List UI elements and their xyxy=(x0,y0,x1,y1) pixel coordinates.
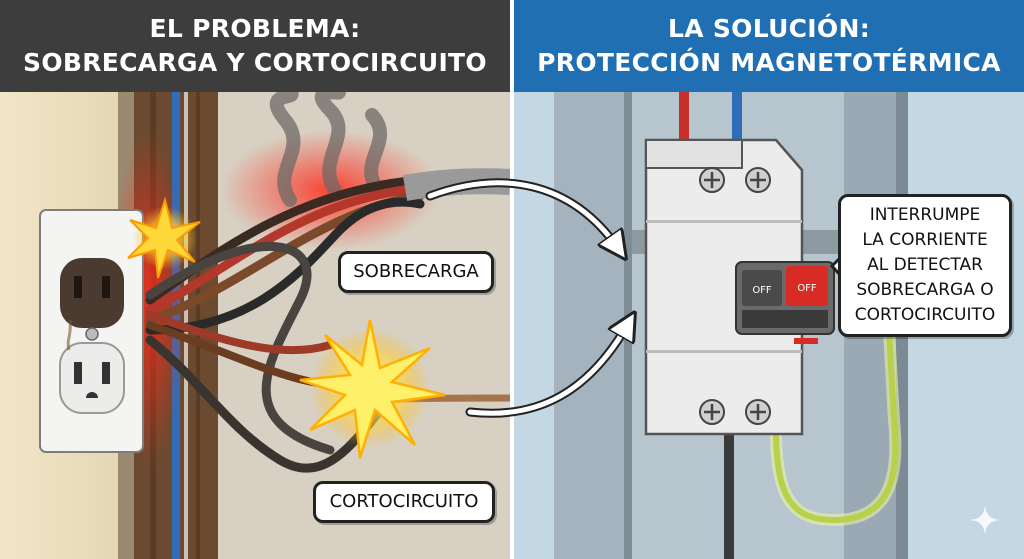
cable-conduit xyxy=(402,168,510,201)
panel-divider xyxy=(510,0,514,559)
solution-title: LA SOLUCIÓN: xyxy=(667,14,870,43)
spark-icon xyxy=(299,319,446,459)
live-wire-in xyxy=(679,92,689,152)
wire-out xyxy=(724,430,734,559)
overload-label: SOBRECARGA xyxy=(338,251,494,293)
spark-icon xyxy=(127,196,201,279)
enclosure-wall xyxy=(624,92,632,559)
problem-subtitle: SOBRECARGA Y CORTOCIRCUITO xyxy=(23,48,487,77)
tangled-wires xyxy=(145,175,425,473)
short-circuit-label: CORTOCIRCUITO xyxy=(313,481,495,523)
neutral-wire-in xyxy=(732,92,742,152)
callout-line: SOBRECARGA O xyxy=(856,280,994,300)
problem-header: EL PROBLEMA: SOBRECARGA Y CORTOCIRCUITO xyxy=(0,0,510,92)
breaker-off-label: OFF xyxy=(797,283,817,294)
callout-line: INTERRUMPE xyxy=(869,205,981,225)
earth-wire-core xyxy=(773,329,899,524)
breaker-off-label: OFF xyxy=(752,285,772,296)
sparkle-icon xyxy=(970,505,1000,535)
wall-outlet xyxy=(39,209,144,453)
callout-line: CORTOCIRCUITO xyxy=(854,305,996,325)
callout-line: AL DETECTAR xyxy=(867,255,983,275)
solution-header: LA SOLUCIÓN: PROTECCIÓN MAGNETOTÉRMICA xyxy=(514,0,1024,92)
smoke-icon xyxy=(269,92,388,207)
problem-panel: EL PROBLEMA: SOBRECARGA Y CORTOCIRCUITO xyxy=(0,0,510,559)
solution-subtitle: PROTECCIÓN MAGNETOTÉRMICA xyxy=(537,48,1001,77)
problem-title: EL PROBLEMA: xyxy=(149,14,361,43)
enclosure-wall xyxy=(554,92,624,559)
callout-line: LA CORRIENTE xyxy=(862,230,988,250)
circuit-breaker xyxy=(644,138,835,436)
breaker-callout: INTERRUMPE LA CORRIENTE AL DETECTAR SOBR… xyxy=(838,194,1012,337)
